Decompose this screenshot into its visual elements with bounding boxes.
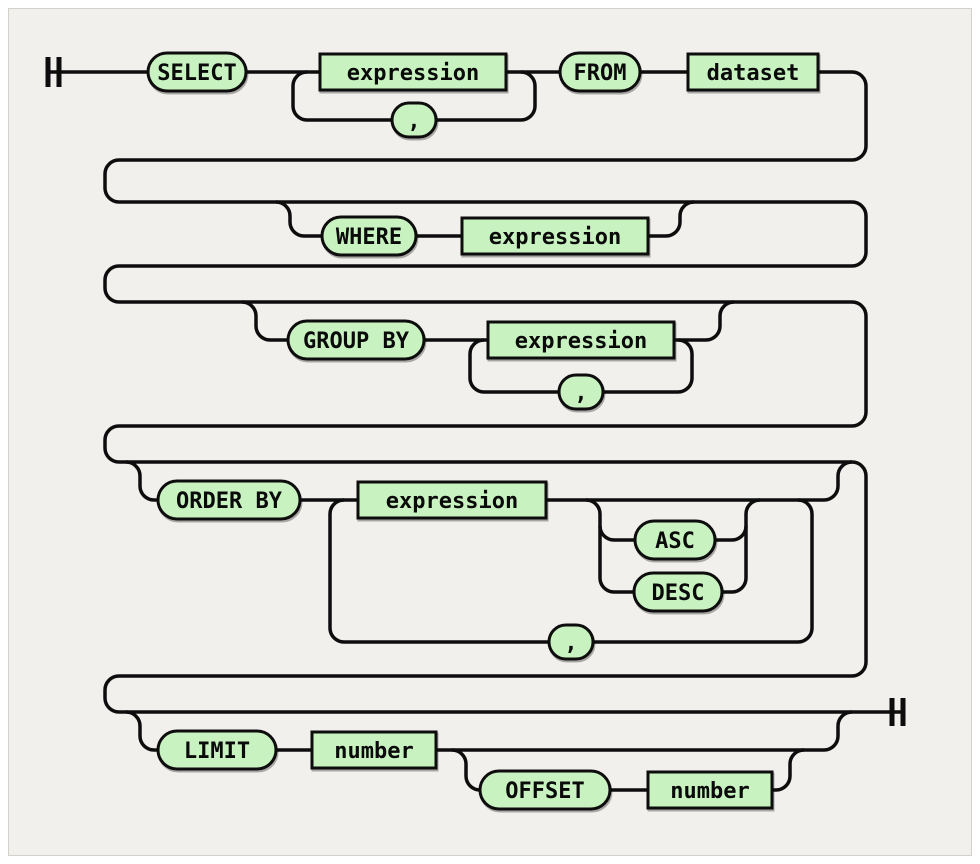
node-group-by-comma-label: , <box>574 381 587 406</box>
node-keyword-limit: LIMIT <box>156 729 278 771</box>
branch-asc-desc-left-rail <box>585 498 615 594</box>
node-keyword-asc-label: ASC <box>655 529 695 554</box>
diagram-panel <box>8 8 972 856</box>
node-offset-number: number <box>646 770 774 810</box>
node-keyword-group-by-label: GROUP BY <box>303 329 410 354</box>
node-order-by-comma-label: , <box>564 631 577 656</box>
node-group-by-expression-label: expression <box>515 329 647 354</box>
node-order-by-expression-label: expression <box>386 489 518 514</box>
node-group-by-comma: , <box>557 373 605 411</box>
node-select-comma: , <box>390 101 438 139</box>
node-keyword-from: FROM <box>558 51 642 93</box>
node-select-expression: expression <box>318 52 508 92</box>
branch-desc-right-rail <box>614 498 761 594</box>
node-keyword-order-by: ORDER BY <box>156 479 302 521</box>
wrap-row1-to-row2 <box>103 70 868 204</box>
node-keyword-where-label: WHERE <box>336 225 402 250</box>
node-keyword-select-label: SELECT <box>157 61 236 86</box>
node-select-comma-label: , <box>407 109 420 134</box>
node-keyword-offset-label: OFFSET <box>505 779 584 804</box>
node-dataset-label: dataset <box>707 61 800 86</box>
wrap-row4-to-row5 <box>103 460 868 714</box>
loop-order-by-comma <box>328 498 814 644</box>
branch-limit-clause <box>125 710 853 752</box>
railroad-nodes: SELECT expression , FROM dataset WHERE e… <box>146 51 820 811</box>
branch-asc-exit <box>614 525 748 542</box>
node-offset-number-label: number <box>670 779 749 804</box>
branch-offset-clause <box>451 748 805 792</box>
end-terminal-icon <box>889 698 906 726</box>
wrap-row3-to-row4 <box>103 300 868 464</box>
node-dataset: dataset <box>686 52 820 92</box>
branch-asc-entry <box>598 525 615 542</box>
node-order-by-expression: expression <box>356 480 548 520</box>
node-select-expression-label: expression <box>347 61 479 86</box>
node-group-by-expression: expression <box>486 320 676 360</box>
railroad-tracks <box>45 57 906 792</box>
wrap-row2-to-row3 <box>103 200 868 304</box>
node-keyword-group-by: GROUP BY <box>286 319 426 361</box>
node-limit-number: number <box>310 730 438 770</box>
node-keyword-desc-label: DESC <box>652 581 705 606</box>
node-order-by-comma: , <box>547 623 595 661</box>
node-keyword-offset: OFFSET <box>478 769 612 811</box>
node-keyword-limit-label: LIMIT <box>184 739 250 764</box>
node-where-expression-label: expression <box>489 225 621 250</box>
node-keyword-from-label: FROM <box>574 61 627 86</box>
node-keyword-desc: DESC <box>632 571 724 613</box>
node-keyword-where: WHERE <box>320 215 418 257</box>
node-keyword-asc: ASC <box>633 519 717 561</box>
node-keyword-order-by-label: ORDER BY <box>176 489 283 514</box>
node-where-expression: expression <box>460 216 650 256</box>
node-keyword-select: SELECT <box>146 51 248 93</box>
node-limit-number-label: number <box>334 739 413 764</box>
